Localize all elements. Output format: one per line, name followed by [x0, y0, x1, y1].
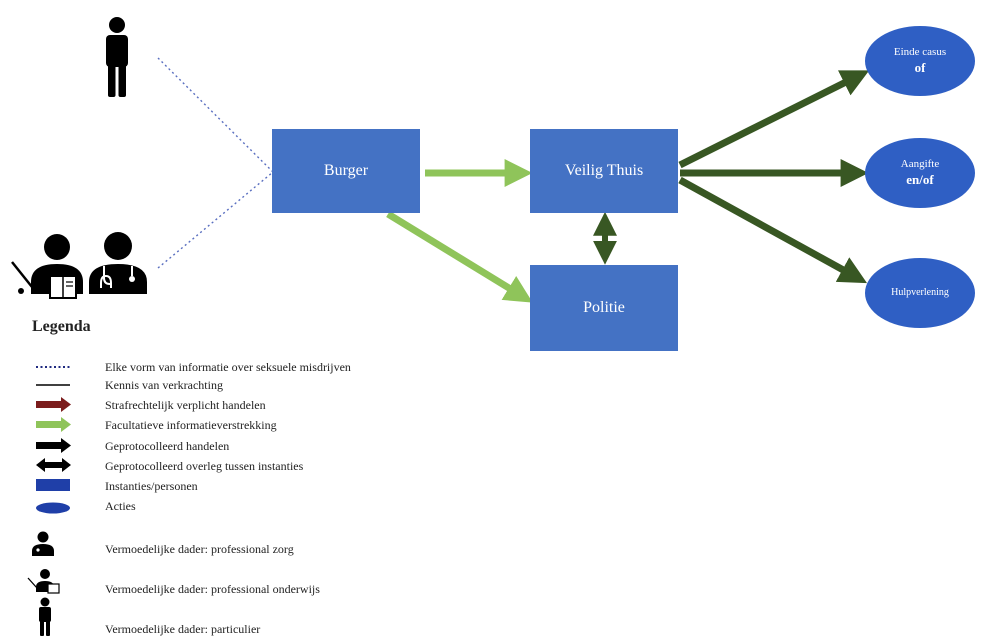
person-particulier-icon: [106, 17, 128, 97]
legend-arrow-double-protocol: [36, 458, 71, 472]
legend-item-instanties: Instanties/personen: [105, 479, 198, 493]
legend-item-overleg: Geprotocolleerd overleg tussen instantie…: [105, 459, 304, 473]
legend-item-info: Elke vorm van informatie over seksuele m…: [105, 360, 351, 374]
legend-item-facultatief: Facultatieve informatieverstrekking: [105, 418, 277, 432]
node-burger: Burger: [272, 129, 420, 213]
action-hulpverlening: Hulpverlening: [865, 258, 975, 328]
legend-title: Legenda: [32, 318, 91, 335]
doctor-icon: [89, 232, 147, 294]
legend-item-geprotocolleerd: Geprotocolleerd handelen: [105, 439, 230, 453]
legend-item-kennis: Kennis van verkrachting: [105, 378, 223, 392]
legend-item-dader-zorg: Vermoedelijke dader: professional zorg: [105, 542, 294, 556]
action-einde-casus: Einde casus of: [865, 26, 975, 96]
teacher-icon: [11, 234, 83, 299]
arrow-to-einde-casus: [678, 70, 870, 169]
arrow-burger-to-politie: [386, 211, 533, 303]
node-veilig-thuis: Veilig Thuis: [530, 129, 678, 213]
info-line-particulier: [157, 57, 274, 173]
legend-teacher-icon: [27, 569, 60, 594]
legend-arrow-mandatory: [36, 397, 71, 412]
info-line-professionals: [157, 171, 274, 269]
node-politie: Politie: [530, 265, 678, 351]
action-hulpverlening-label: Hulpverlening: [891, 286, 949, 298]
action-aangifte: Aangifte en/of: [865, 138, 975, 208]
action-einde-casus-of: of: [914, 59, 926, 75]
legend-arrow-protocol: [36, 438, 71, 453]
action-aangifte-label: Aangifte: [900, 158, 940, 170]
action-aangifte-enof: en/of: [906, 171, 934, 187]
legend-item-dader-particulier: Vermoedelijke dader: particulier: [105, 622, 261, 636]
legend-oval-swatch: [36, 502, 70, 514]
arrow-to-hulpverlening: [678, 176, 868, 284]
legend-doctor-icon: [32, 531, 54, 556]
legend-item-acties: Acties: [105, 499, 136, 513]
legend-arrow-facultative: [36, 417, 71, 432]
legend-item-strafrechtelijk: Strafrechtelijk verplicht handelen: [105, 398, 266, 412]
legend-particulier-icon: [39, 597, 51, 636]
action-einde-casus-label: Einde casus: [893, 46, 947, 58]
legend-box-swatch: [36, 479, 70, 491]
legend-symbols: [36, 366, 71, 514]
legend-item-dader-onderwijs: Vermoedelijke dader: professional onderw…: [105, 582, 320, 596]
